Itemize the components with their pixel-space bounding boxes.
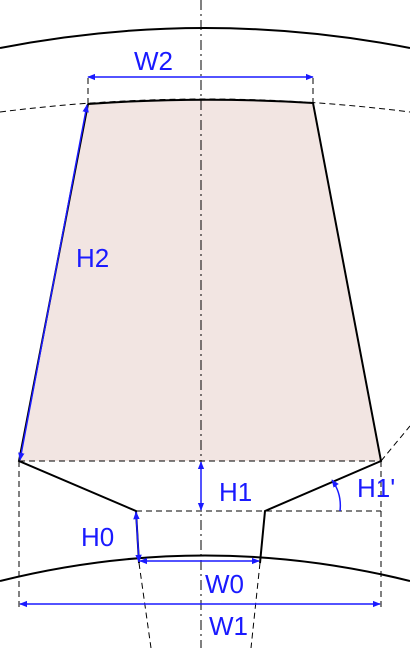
h1-prime-label: H1'	[357, 473, 395, 503]
h1-label: H1	[219, 477, 252, 507]
h2-label: H2	[76, 243, 109, 273]
h1-prime-angle-arc	[331, 479, 342, 512]
right-edge-extension	[380, 425, 410, 462]
outer-arc	[0, 27, 410, 49]
bore-arc	[0, 554, 410, 582]
left-tooth-extension	[138, 562, 152, 648]
w0-label: W0	[205, 569, 244, 599]
w2-label: W2	[134, 46, 173, 76]
h2-dimension-line	[18, 104, 89, 461]
slot-body	[19, 99, 381, 461]
w1-label: W1	[209, 611, 248, 641]
h0-label: H0	[81, 522, 114, 552]
right-tooth-extension	[250, 562, 261, 648]
h0-dimension-line	[133, 511, 142, 563]
